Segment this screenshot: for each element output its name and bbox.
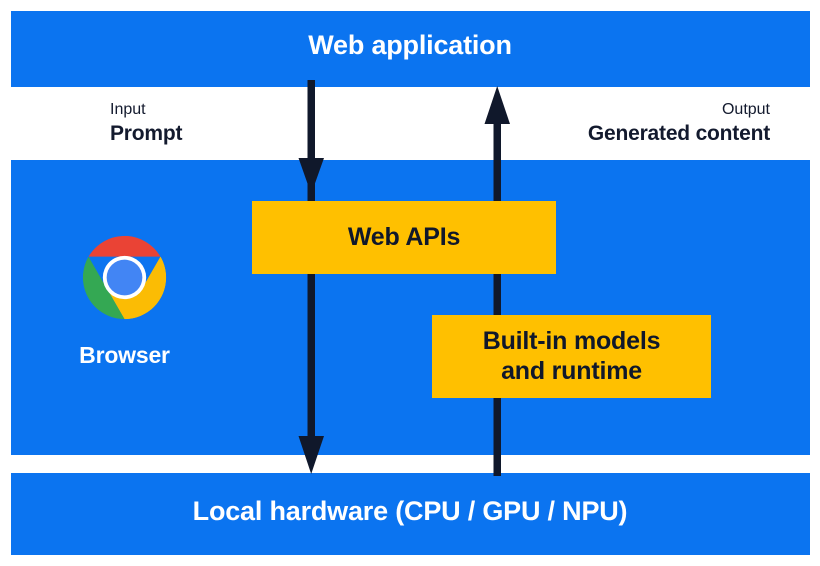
box-builtin-models-and-runtime[interactable]: Built-in models and runtime: [432, 315, 711, 398]
box-builtin-models-label: Built-in models and runtime: [483, 327, 661, 386]
box-builtin-models-label-line1: Built-in models: [482, 327, 661, 355]
chrome-logo-icon: [82, 235, 167, 320]
box-builtin-models-label-line2: and runtime: [501, 356, 642, 385]
input-arrow-down-icon: [298, 80, 324, 474]
band-browser-label: Browser: [79, 342, 170, 368]
input-flow-caption: Input Prompt: [110, 100, 183, 147]
band-web-application-label: Web application: [308, 30, 512, 60]
box-web-apis[interactable]: Web APIs: [252, 201, 556, 274]
box-web-apis-label: Web APIs: [347, 222, 461, 251]
output-value: Generated content: [587, 122, 770, 145]
output-flow-caption: Output Generated content: [588, 100, 770, 147]
band-local-hardware-label: Local hardware (CPU / GPU / NPU): [192, 496, 628, 526]
output-kicker: Output: [721, 101, 770, 118]
input-kicker: Input: [110, 101, 146, 118]
band-web-application: [11, 11, 810, 87]
output-arrow-up-icon: [484, 86, 510, 476]
band-local-hardware: [11, 473, 810, 555]
input-value: Prompt: [110, 122, 183, 145]
